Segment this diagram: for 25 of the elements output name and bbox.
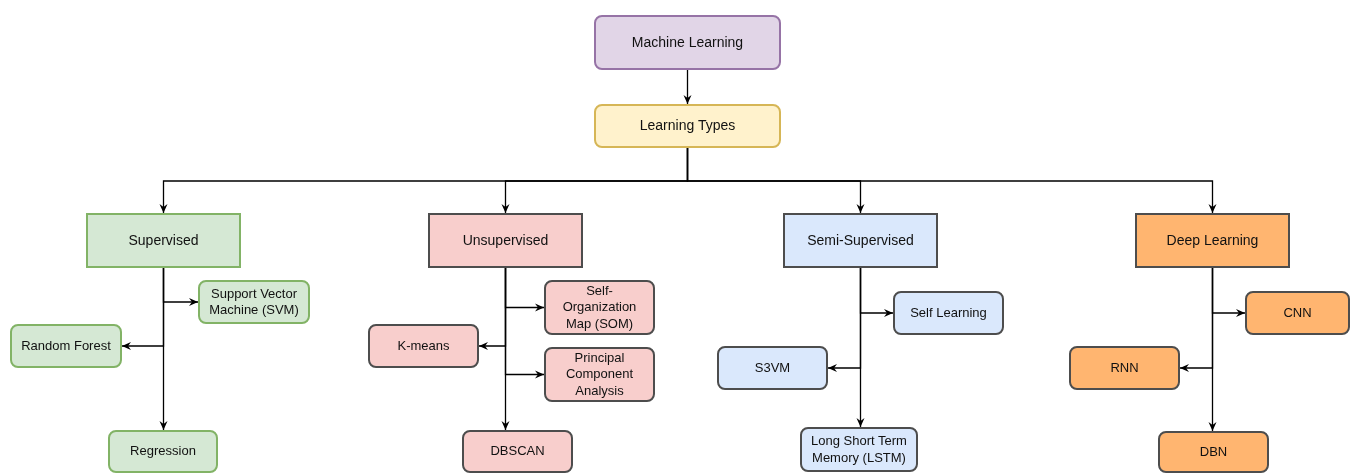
rounded-box: DBN xyxy=(1158,431,1269,473)
arrow xyxy=(683,69,692,105)
rounded-box: CNN xyxy=(1245,291,1350,335)
rounded-box: S3VM xyxy=(717,346,828,390)
arrow xyxy=(686,147,1217,214)
rounded-box: Self Learning xyxy=(893,291,1004,335)
process-box: Unsupervised xyxy=(428,213,583,268)
rounded-box: Long Short Term Memory (LSTM) xyxy=(800,427,918,472)
rounded-box: K-means xyxy=(368,324,479,368)
rounded-box: Principal Component Analysis xyxy=(544,347,655,402)
rounded-box: Random Forest xyxy=(10,324,122,368)
rounded-box: Support Vector Machine (SVM) xyxy=(198,280,310,324)
rounded-box: Self- Organization Map (SOM) xyxy=(544,280,655,335)
rounded-box: DBSCAN xyxy=(462,430,573,473)
rounded-box: Regression xyxy=(108,430,218,473)
rounded-box: Learning Types xyxy=(594,104,781,148)
process-box: Supervised xyxy=(86,213,241,268)
arrow xyxy=(501,267,510,431)
arrow xyxy=(1208,267,1217,432)
rounded-box: RNN xyxy=(1069,346,1180,390)
process-box: Deep Learning xyxy=(1135,213,1290,268)
process-box: Semi-Supervised xyxy=(783,213,938,268)
arrow xyxy=(856,267,865,428)
rounded-box: Machine Learning xyxy=(594,15,781,70)
arrow xyxy=(159,267,168,431)
